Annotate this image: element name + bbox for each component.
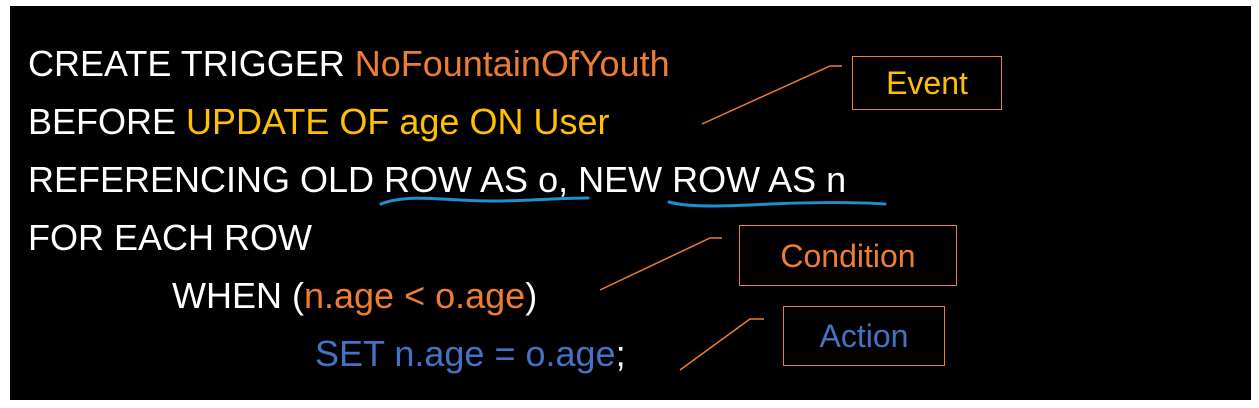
condition-label-box: Condition — [739, 225, 957, 286]
code-line-set: SET n.age = o.age; — [315, 332, 626, 376]
new-row-alias: W ROW AS — [628, 159, 817, 200]
keyword-when: WHEN ( — [172, 275, 304, 316]
action-label: Action — [819, 318, 909, 354]
referencing-part3: n — [816, 159, 847, 200]
keyword-create-trigger: CREATE TRIGGER — [28, 43, 355, 84]
event-pointer-line — [701, 65, 842, 125]
code-line-before: BEFORE UPDATE OF age ON User — [28, 100, 609, 144]
old-row-underline — [379, 196, 590, 206]
code-line-referencing: REFERENCING OLD ROW AS o, NEW ROW AS n — [28, 158, 846, 202]
old-row-alias: ROW AS — [384, 159, 529, 200]
event-label: Event — [886, 65, 968, 101]
event-clause: UPDATE OF age ON User — [186, 101, 610, 142]
condition-expression: n.age < o.age — [303, 275, 526, 316]
annotation-overlay — [379, 65, 887, 371]
code-line-for-each-row: FOR EACH ROW — [28, 217, 312, 258]
referencing-part1: REFERENCING OLD — [28, 159, 385, 200]
condition-pointer-line — [599, 237, 722, 291]
referencing-part2: o, NE — [528, 159, 629, 200]
action-label-box: Action — [783, 306, 945, 366]
statement-terminator: ; — [615, 333, 626, 374]
new-row-underline — [667, 200, 887, 208]
keyword-before: BEFORE — [28, 101, 187, 142]
slide: CREATE TRIGGER NoFountainOfYouth BEFORE … — [10, 6, 1251, 400]
action-statement: SET n.age = o.age — [315, 333, 616, 374]
code-line-create-trigger: CREATE TRIGGER NoFountainOfYouth — [28, 42, 670, 86]
event-label-box: Event — [852, 56, 1002, 110]
trigger-name: NoFountainOfYouth — [354, 43, 670, 84]
condition-label: Condition — [780, 237, 916, 274]
code-line-when: WHEN (n.age < o.age) — [172, 274, 537, 318]
when-close-paren: ) — [525, 275, 538, 316]
action-pointer-line — [679, 318, 764, 371]
